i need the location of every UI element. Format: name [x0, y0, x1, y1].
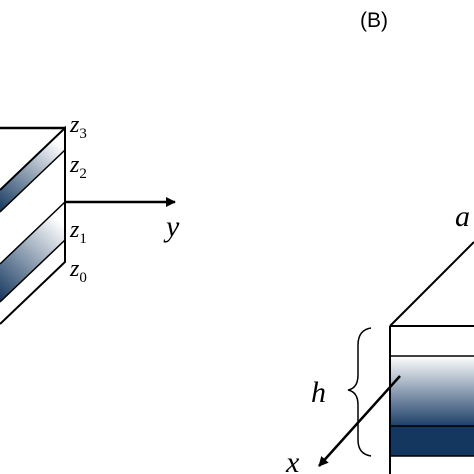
panel-a-label-z2: z2	[69, 152, 87, 182]
panel-a-label-z0: z0	[69, 256, 87, 286]
panel-a-label-z3: z3	[69, 112, 87, 142]
panel-a: z3 z2 z1 z0 y	[0, 112, 180, 325]
panel-b-layer-top	[390, 326, 474, 356]
panel-b-top-diagonal	[389, 241, 474, 327]
panel-a-axis-y-label: y	[163, 210, 180, 243]
panel-a-div-1	[0, 149, 66, 213]
panel-b-x-axis	[318, 375, 401, 467]
panel-a-outline	[0, 125, 66, 325]
panel-b-height-label-h: h	[311, 376, 326, 409]
panel-a-layer-bottom	[0, 240, 65, 324]
panel-b-layer-bottom	[390, 426, 474, 456]
panel-a-layer-white	[0, 150, 65, 264]
panel-b-label: (B)	[360, 9, 388, 32]
panel-b-side-label-a: a	[455, 200, 470, 233]
panel-b-axis-x-label: x	[285, 446, 300, 474]
panel-b-height-brace	[347, 327, 372, 457]
panel-a-layer-3	[0, 128, 65, 212]
panel-a-label-z1: z1	[69, 217, 87, 247]
panel-a-div-3	[0, 239, 66, 303]
panel-b-layer-middle	[390, 356, 474, 426]
panel-a-layer-1	[0, 202, 65, 302]
panel-a-div-2	[0, 201, 66, 265]
panel-b: (B) a h x	[285, 9, 474, 474]
